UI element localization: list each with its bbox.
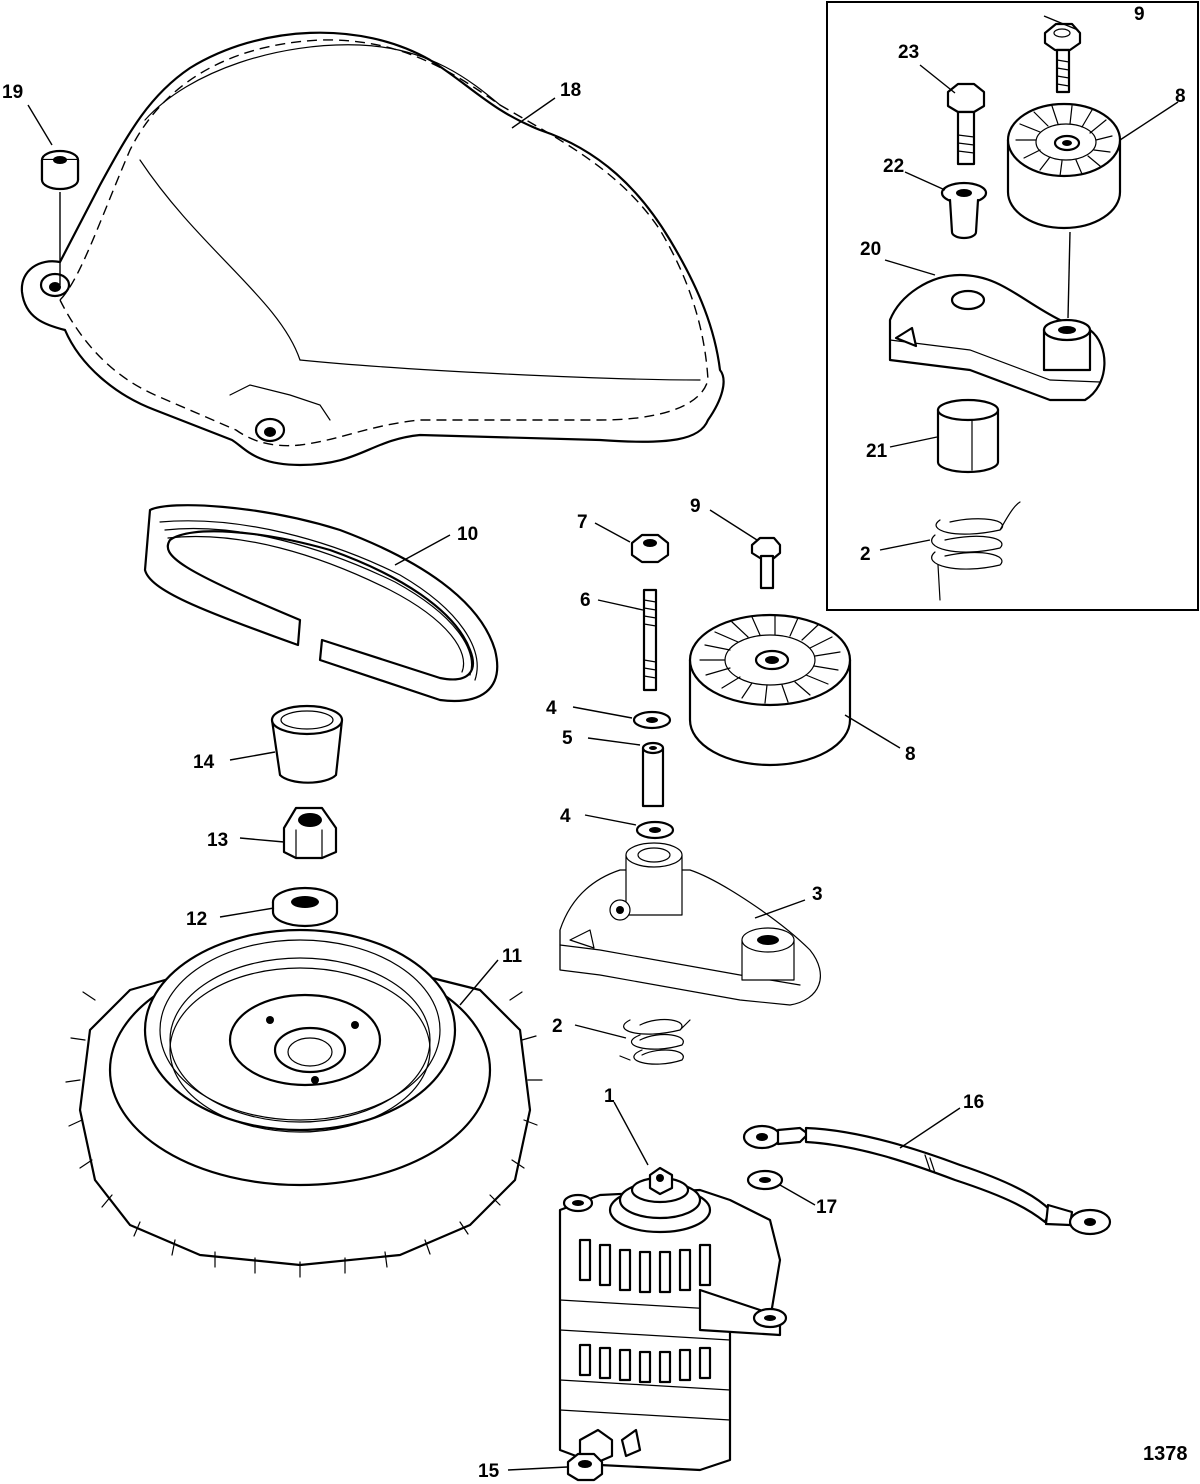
callout-11: 11	[502, 946, 523, 967]
drive-belt	[143, 504, 499, 702]
alternator-nut	[566, 1452, 604, 1482]
inset-bushing-22	[940, 181, 988, 240]
callout-12: 12	[186, 909, 207, 930]
inset-spring-2	[931, 501, 1021, 601]
ground-cable	[742, 1124, 1112, 1236]
callout-19: 19	[2, 82, 23, 103]
callout-5: 5	[562, 728, 573, 749]
hex-nut	[282, 806, 338, 860]
callout-15: 15	[478, 1461, 500, 1482]
flat-washer	[271, 886, 339, 928]
grommet	[40, 149, 80, 285]
idler-screw	[750, 536, 782, 590]
callout-2-inset: 2	[860, 544, 871, 565]
callout-18: 18	[560, 80, 581, 101]
callout-9-inset: 9	[1134, 4, 1145, 25]
callout-9: 9	[690, 496, 701, 517]
inset-bolt-23	[946, 82, 986, 166]
inset-frame	[826, 1, 1199, 611]
callout-3: 3	[812, 884, 823, 905]
callout-16: 16	[963, 1092, 984, 1113]
stud-stack	[630, 533, 675, 840]
cable-washer	[746, 1169, 784, 1191]
idler-pulley	[688, 613, 852, 767]
inset-arm-20	[888, 273, 1106, 402]
inset-screw-9	[1043, 22, 1082, 94]
tension-spring	[619, 1019, 691, 1065]
callout-7: 7	[577, 512, 588, 533]
callout-13: 13	[207, 830, 228, 851]
callout-14: 14	[193, 752, 215, 773]
callout-8-inset: 8	[1175, 86, 1186, 107]
alternator	[558, 1166, 788, 1472]
callout-2: 2	[552, 1016, 563, 1037]
leader-lines	[27, 15, 1179, 1471]
callout-4: 4	[546, 698, 557, 719]
callout-21: 21	[866, 441, 888, 462]
flywheel-pulley	[65, 928, 543, 1278]
gear-teeth	[65, 991, 543, 1278]
callout-1: 1	[604, 1086, 615, 1107]
callout-17: 17	[816, 1197, 837, 1218]
inset-pulley-8	[1006, 102, 1122, 319]
inset-sleeve-21	[936, 398, 1000, 474]
callout-23: 23	[898, 42, 919, 63]
callout-4b: 4	[560, 806, 571, 827]
tensioner-arm	[559, 842, 821, 1006]
callout-8: 8	[905, 744, 916, 765]
callout-6: 6	[580, 590, 591, 611]
callout-10: 10	[457, 524, 478, 545]
callout-20: 20	[860, 239, 881, 260]
figure-number: 1378	[1143, 1443, 1188, 1465]
bushing	[270, 704, 344, 784]
callout-labels: 19 18 9 23 8 22 20 21 2 10 7 9 6 4 5 4 8…	[2, 4, 1188, 1482]
callout-22: 22	[883, 156, 904, 177]
belt-cover	[20, 31, 725, 467]
